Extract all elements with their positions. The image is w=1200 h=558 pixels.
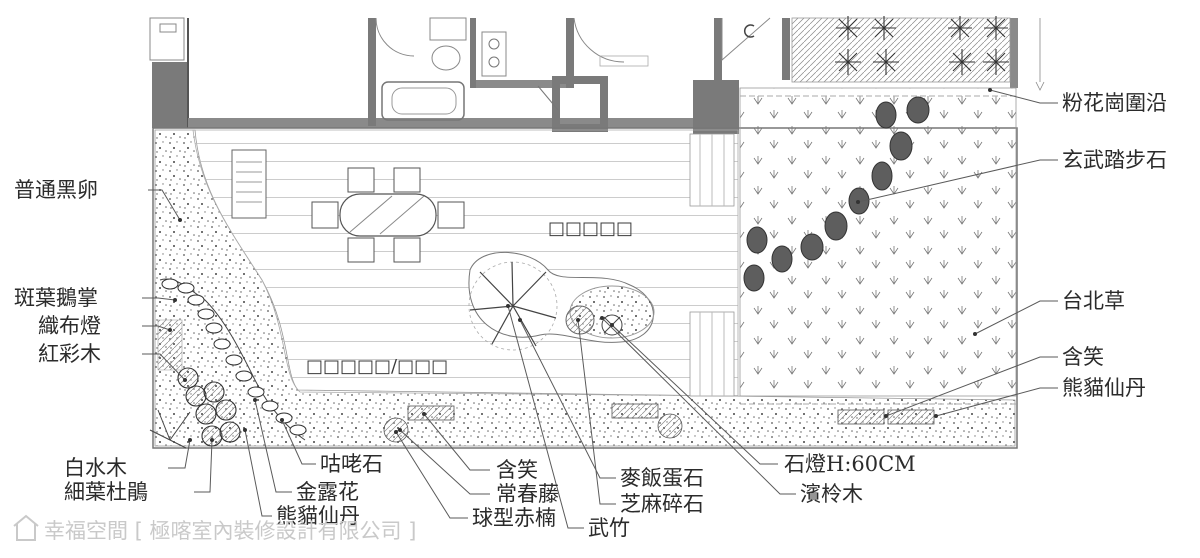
bottom-planters bbox=[383, 403, 935, 443]
label-ball-tree: 球型赤楠 bbox=[472, 506, 556, 530]
label-duranta: 金露花 bbox=[296, 480, 359, 504]
stepping-stones bbox=[743, 96, 930, 292]
lounge-chair bbox=[231, 149, 267, 219]
label-red-wood: 紅彩木 bbox=[38, 342, 101, 366]
dining-table-set bbox=[311, 167, 465, 263]
home-icon bbox=[13, 514, 39, 541]
leader-dots bbox=[168, 88, 992, 442]
label-granite-edging: 粉花崗圍沿 bbox=[1062, 91, 1167, 115]
label-ivy: 常春藤 bbox=[496, 482, 559, 506]
label-stepping-stone: 玄武踏步石 bbox=[1062, 148, 1167, 172]
lawn-area bbox=[739, 87, 1017, 405]
deck-text-lower: □□□□□/□□□ bbox=[306, 356, 448, 377]
label-maifan-stone: 麥飯蛋石 bbox=[620, 466, 704, 490]
label-azalea: 細葉杜鵑 bbox=[64, 480, 148, 504]
building-outline bbox=[149, 17, 1018, 134]
watermark-text: 幸福空間 [ 極喀室內裝修設計有限公司 ] bbox=[44, 519, 416, 543]
label-gulu-stone: 咕咾石 bbox=[320, 452, 383, 476]
potted-plants bbox=[835, 16, 1009, 75]
deck-text-upper: □□□□□ bbox=[548, 218, 633, 239]
label-black-pebble: 普通黑卵 bbox=[14, 178, 98, 202]
label-bamboo: 武竹 bbox=[588, 516, 630, 540]
label-coastal-tree: 濱柃木 bbox=[800, 482, 863, 506]
label-fabric-lamp: 織布燈 bbox=[38, 314, 101, 338]
label-sesame-gravel: 芝麻碎石 bbox=[620, 492, 704, 516]
label-banana-shrub-right: 含笑 bbox=[1062, 345, 1104, 369]
label-stone-lamp: 石燈H:60CM bbox=[784, 452, 916, 476]
watermark: 幸福空間 [ 極喀室內裝修設計有限公司 ] bbox=[13, 514, 416, 543]
label-taipei-grass: 台北草 bbox=[1062, 289, 1125, 313]
label-banana-shrub-bottom: 含笑 bbox=[496, 458, 538, 482]
label-ixora-right: 熊貓仙丹 bbox=[1062, 376, 1146, 400]
label-variegated-schefflera: 斑葉鵝掌 bbox=[14, 286, 98, 310]
label-white-water-wood: 白水木 bbox=[64, 456, 127, 480]
label-ixora-left: 熊貓仙丹 bbox=[276, 504, 360, 528]
leader-lines bbox=[142, 18, 1058, 529]
left-planting bbox=[149, 278, 307, 449]
